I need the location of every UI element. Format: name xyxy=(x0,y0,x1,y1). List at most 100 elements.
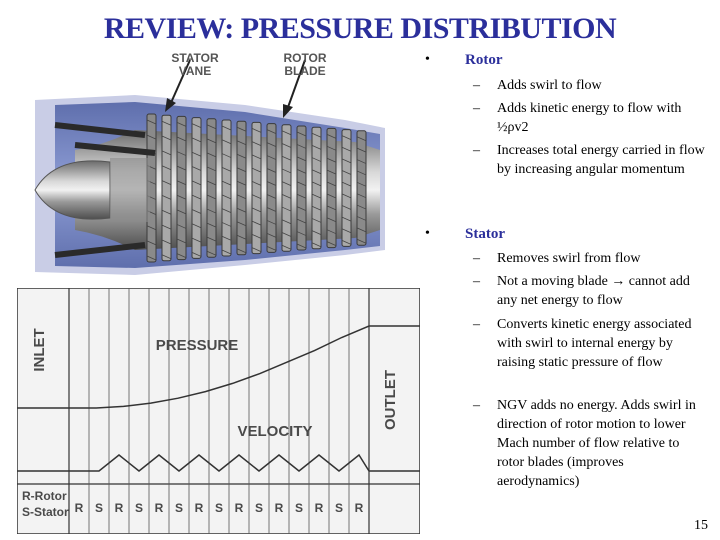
blade-edge xyxy=(236,248,247,254)
blade-edge xyxy=(146,134,157,140)
blade-edge xyxy=(341,205,352,210)
blade-edge xyxy=(176,151,187,156)
blade-edge xyxy=(296,218,307,224)
blade-edge xyxy=(356,147,367,153)
stage-letter: S xyxy=(95,501,103,515)
blade-edge xyxy=(281,181,292,187)
blade-edge xyxy=(296,193,307,199)
compressor-cutaway-image xyxy=(34,59,385,275)
outlet-label: OUTLET xyxy=(382,370,399,430)
stage-letter: S xyxy=(295,501,303,515)
stator-item-text: Removes swirl from flow xyxy=(497,251,641,266)
rotor-blade-row xyxy=(296,125,307,251)
blade-edge xyxy=(191,137,202,143)
flow-arrow xyxy=(54,122,146,138)
blade-edge xyxy=(251,233,262,239)
blade-edge xyxy=(326,193,337,199)
blade-edge xyxy=(176,209,187,215)
blade-edge xyxy=(236,153,247,159)
flow-arrow xyxy=(54,242,146,258)
blade-edge xyxy=(266,142,277,147)
blade-edge xyxy=(341,135,352,140)
velocity-curve xyxy=(17,453,420,472)
blade-edge xyxy=(296,243,307,249)
blade-edge xyxy=(206,222,217,228)
blade-edge xyxy=(311,181,322,187)
blade-edge xyxy=(146,240,157,246)
inlet-label: INLET xyxy=(31,328,48,371)
stage-letter: S xyxy=(255,501,263,515)
blade-edge xyxy=(341,240,352,245)
dash-mark: – xyxy=(473,398,480,413)
rotor-caption-line1: ROTOR xyxy=(283,51,327,65)
blade-edge xyxy=(236,140,247,146)
stage-letter: R xyxy=(315,501,324,515)
blade-edge xyxy=(236,194,247,200)
blade-edge xyxy=(281,206,292,212)
blade-edge xyxy=(356,159,367,164)
blade-edge xyxy=(326,134,337,139)
blade-edge xyxy=(311,132,322,138)
blade-edge xyxy=(191,237,202,243)
blade-edge xyxy=(296,181,307,187)
blade-edge xyxy=(266,129,277,134)
blade-edge xyxy=(341,216,352,222)
blade-edge xyxy=(191,180,202,186)
blade-edge xyxy=(221,249,232,255)
blade-edge xyxy=(266,168,277,173)
blade-edge xyxy=(251,154,262,160)
blade-edge xyxy=(221,235,232,241)
blade-edge xyxy=(311,218,322,223)
pressure-velocity-diagram: INLET OUTLET PRESSURE VELOCITY R-Rotor S… xyxy=(16,287,421,535)
blade-edge xyxy=(206,194,217,200)
blade-edge xyxy=(266,155,277,160)
blade-edge xyxy=(176,180,187,186)
blade-edge xyxy=(206,124,217,130)
blade-edge xyxy=(161,224,172,230)
blade-edge xyxy=(251,141,262,147)
legend-stator: S-Stator xyxy=(22,505,69,519)
flow-arrow xyxy=(74,142,156,156)
stage-letter: R xyxy=(115,501,124,515)
blade-edge xyxy=(326,229,337,235)
dash-mark: – xyxy=(473,78,480,93)
blade-edge xyxy=(251,247,262,252)
blade-edge xyxy=(356,136,367,142)
blade-edge xyxy=(161,135,172,141)
blade-edge xyxy=(341,228,352,234)
blade-edge xyxy=(191,123,202,128)
blade-edge xyxy=(341,158,352,164)
rotor-blade-row xyxy=(236,120,247,256)
blade-edge xyxy=(326,241,337,246)
blade-edge xyxy=(191,166,202,171)
stator-caption-line2: VANE xyxy=(178,64,212,78)
blade-edge xyxy=(326,145,337,151)
compressor-illustration: STATOR VANE ROTOR BLADE xyxy=(15,50,420,280)
stage-letter: S xyxy=(135,501,143,515)
blade-edge xyxy=(356,216,367,221)
dash-mark: – xyxy=(473,143,480,158)
blade-edge xyxy=(236,207,247,213)
stator-item-text: Not a moving blade → cannot add any net … xyxy=(497,274,690,308)
blade-edge xyxy=(251,220,262,226)
blade-edge xyxy=(281,130,292,136)
pressure-label: PRESSURE xyxy=(156,337,239,354)
blade-edge xyxy=(206,138,217,144)
blade-edge xyxy=(296,144,307,149)
stator-vane-row xyxy=(251,121,262,255)
blade-edge xyxy=(236,126,247,132)
blade-edge xyxy=(161,209,172,215)
rotor-blade-row xyxy=(266,123,277,253)
blade-edge xyxy=(221,222,232,227)
stage-letter: R xyxy=(275,501,284,515)
rotor-caption-line2: BLADE xyxy=(284,64,326,78)
stator-item-text: NGV adds no energy. Adds swirl in direct… xyxy=(497,398,696,489)
page-number: 15 xyxy=(694,518,708,533)
blade-edge xyxy=(356,227,367,233)
blade-edge xyxy=(161,239,172,245)
blade-edge xyxy=(221,208,232,214)
blade-edge xyxy=(161,150,172,156)
blade-edge xyxy=(356,238,367,244)
blade-edge xyxy=(221,180,232,186)
blade-edge xyxy=(281,219,292,225)
